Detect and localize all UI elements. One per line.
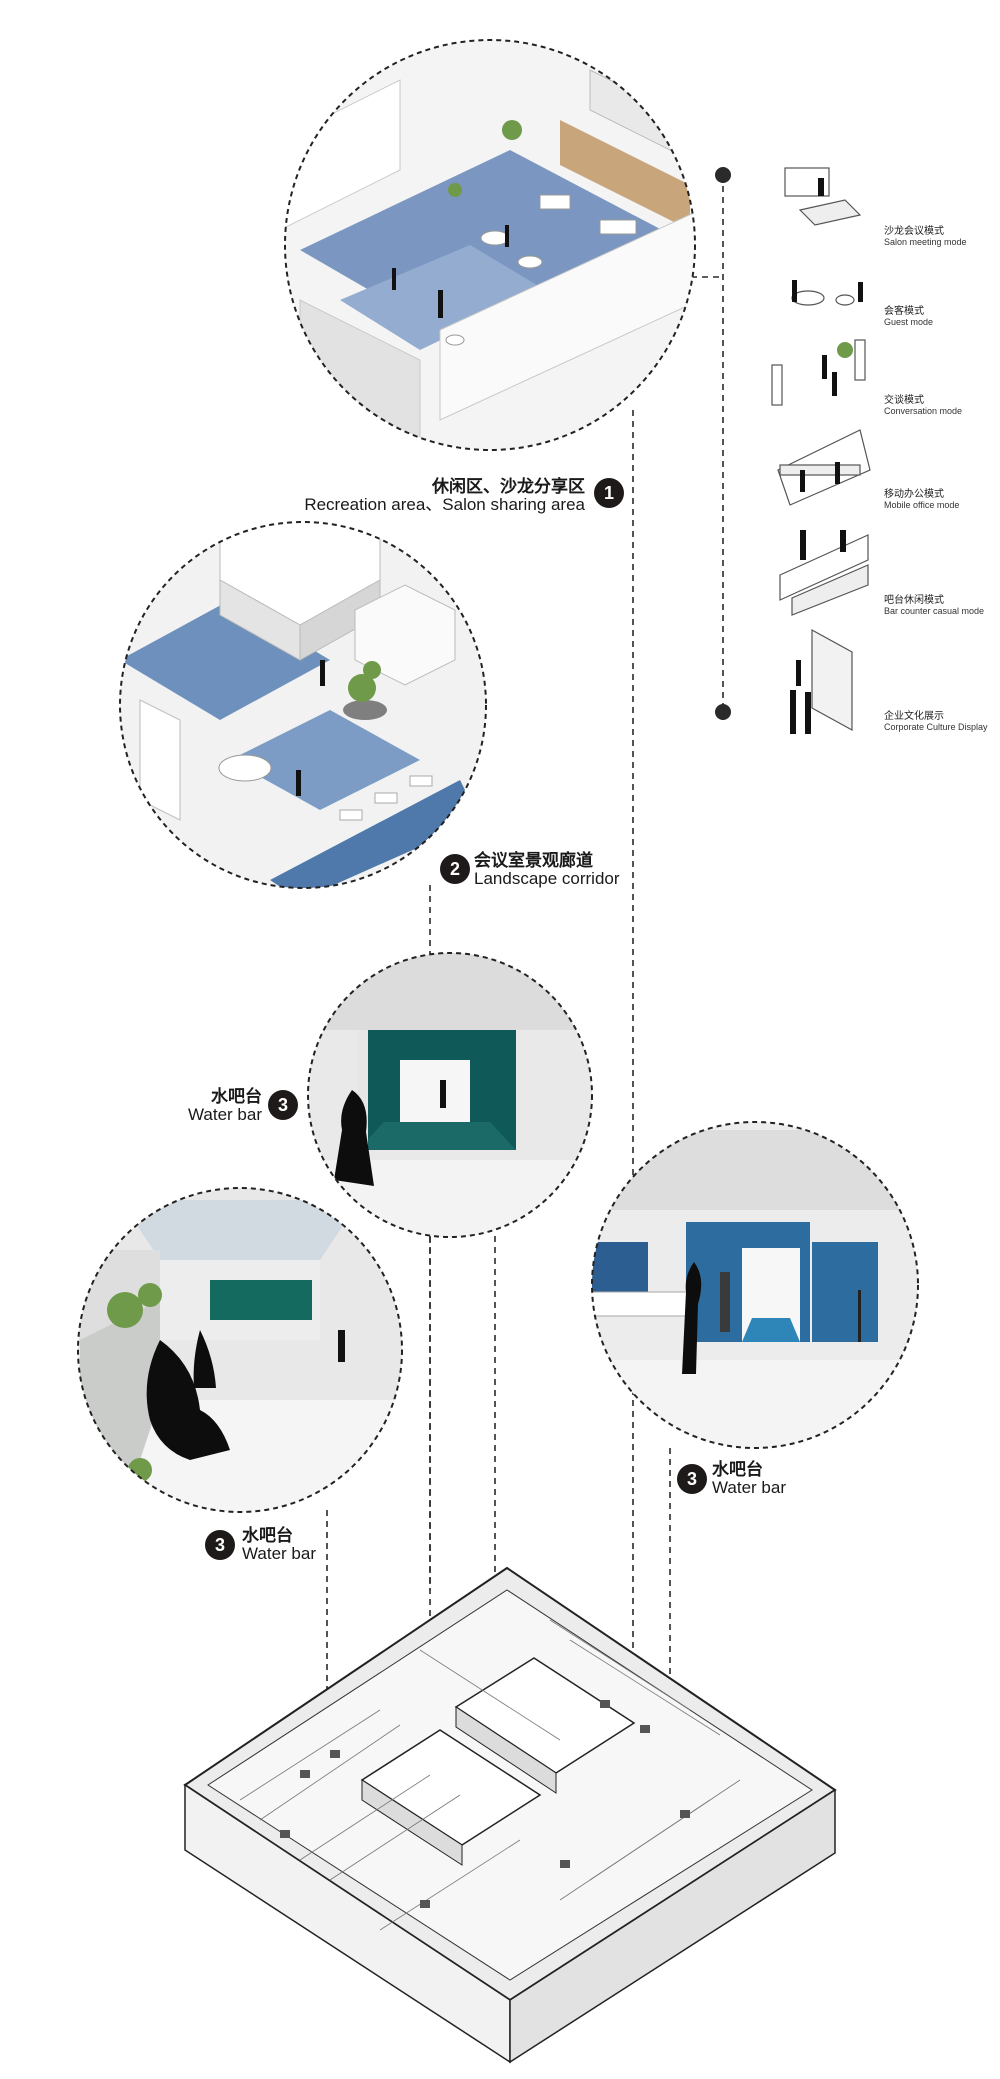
spot-number-badge: 3 — [205, 1530, 235, 1560]
mode-label-zh: 交谈模式 — [884, 395, 924, 406]
spot-label-corridor: 会议室景观廊道 Landscape corridor — [474, 852, 620, 888]
spot-number-badge: 1 — [594, 478, 624, 508]
salon-meeting-icon — [784, 167, 862, 226]
spot-number-badge: 3 — [268, 1090, 298, 1120]
spot-label-en: Water bar — [242, 1543, 317, 1563]
spot-number-badge: 2 — [440, 854, 470, 884]
scene-landscape-corridor — [119, 521, 487, 889]
mode-label-en: Salon meeting mode — [884, 237, 967, 247]
scene-water-bar-teal — [307, 952, 593, 1238]
mode-label-zh: 会客模式 — [884, 306, 924, 317]
scene-recreation-area — [284, 39, 696, 451]
spot-label-zh: 会议室景观廊道 — [474, 851, 593, 870]
mode-icons — [771, 167, 871, 734]
spot-label-en: Recreation area、Salon sharing area — [304, 494, 585, 514]
core-block-b — [454, 1657, 636, 1794]
spot-number-badge: 3 — [677, 1464, 707, 1494]
mode-label-guest: 会客模式 Guest mode — [884, 302, 933, 327]
guest-mode-icon — [791, 280, 863, 306]
spot-label-zh: 休闲区、沙龙分享区 — [432, 477, 585, 496]
spot-label-zh: 水吧台 — [242, 1526, 293, 1545]
floor-plan-axonometric — [183, 1566, 837, 2064]
core-block-a — [360, 1729, 542, 1866]
spot-label-water-bar-right: 水吧台 Water bar — [712, 1461, 786, 1497]
mobile-office-icon — [777, 429, 871, 506]
spot-label-en: Landscape corridor — [474, 868, 620, 888]
scene-water-bar-lounge — [77, 1187, 403, 1513]
spot-label-water-bar-top: 水吧台 Water bar — [160, 1088, 262, 1124]
spot-label-water-bar-left: 水吧台 Water bar — [242, 1527, 316, 1563]
mode-label-en: Bar counter casual mode — [884, 606, 985, 616]
mode-label-en: Mobile office mode — [884, 500, 960, 510]
spot-label-en: Water bar — [712, 1477, 787, 1497]
mode-label-en: Guest mode — [884, 317, 934, 327]
mode-label-en: Conversation mode — [884, 406, 963, 416]
mode-label-zh: 企业文化展示 — [884, 711, 944, 722]
mode-label-en: Corporate Culture Display — [884, 722, 988, 732]
spot-label-zh: 水吧台 — [211, 1087, 262, 1106]
scene-water-bar-blue — [591, 1121, 919, 1449]
conversation-mode-icon — [771, 339, 866, 406]
bar-counter-icon — [779, 530, 869, 616]
mode-label-mobile-office: 移动办公模式 Mobile office mode — [884, 485, 959, 510]
corporate-culture-icon — [790, 628, 853, 734]
spot-label-en: Water bar — [187, 1104, 262, 1124]
mode-label-zh: 移动办公模式 — [884, 489, 944, 500]
mode-label-salon: 沙龙会议模式 Salon meeting mode — [884, 222, 967, 247]
spot-label-recreation: 休闲区、沙龙分享区 Recreation area、Salon sharing … — [300, 478, 585, 514]
spot-label-zh: 水吧台 — [712, 1460, 763, 1479]
mode-label-conversation: 交谈模式 Conversation mode — [884, 391, 962, 416]
mode-label-zh: 沙龙会议模式 — [884, 226, 944, 237]
mode-label-corporate-culture: 企业文化展示 Corporate Culture Display — [884, 707, 988, 732]
mode-label-zh: 吧台休闲模式 — [884, 595, 944, 606]
mode-label-bar-counter: 吧台休闲模式 Bar counter casual mode — [884, 591, 984, 616]
